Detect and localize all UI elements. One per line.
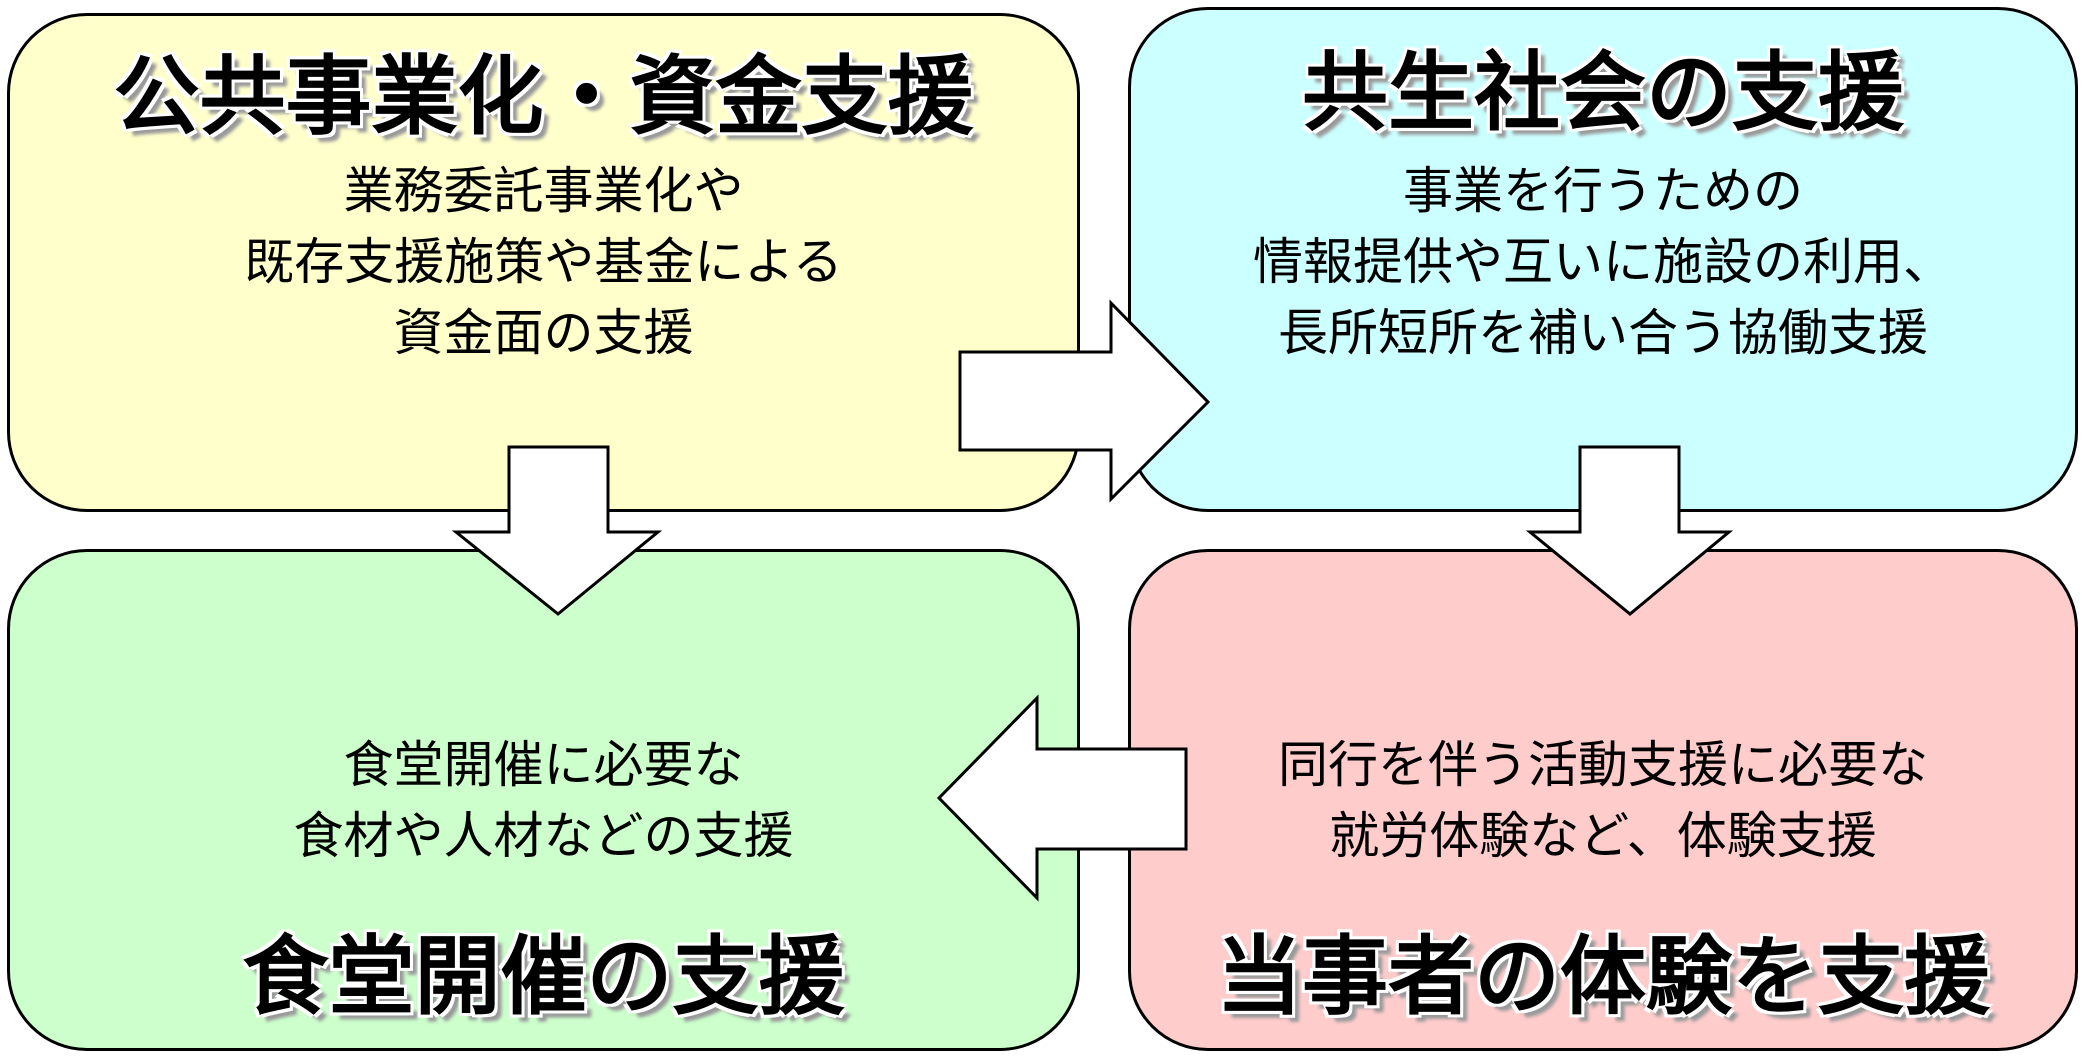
panel-title: 共生社会の支援: [1302, 43, 1904, 143]
body-line: 同行を伴う活動支援に必要な: [1278, 736, 1928, 794]
body-line: 食堂開催に必要な: [343, 736, 744, 794]
body-line: 業務委託事業化や: [343, 162, 744, 220]
body-line: 事業を行うための: [1403, 162, 1803, 220]
panel-body: 同行を伴う活動支援に必要な 就労体験など、体験支援: [1131, 730, 2075, 872]
panel-body: 事業を行うための 情報提供や互いに施設の利用、 長所短所を補い合う協働支援: [1131, 156, 2075, 369]
body-line: 資金面の支援: [393, 304, 694, 362]
panel-cafeteria: 食堂開催の支援 食堂開催に必要な 食材や人材などの支援: [7, 549, 1080, 1051]
panel-title: 公共事業化・資金支援: [113, 47, 974, 147]
panel-experience: 当事者の体験を支援 同行を伴う活動支援に必要な 就労体験など、体験支援: [1128, 549, 2078, 1051]
panel-symbiotic-society: 共生社会の支援 事業を行うための 情報提供や互いに施設の利用、 長所短所を補い合…: [1128, 7, 2078, 512]
arrow-down-left-icon: [451, 445, 663, 616]
panel-body: 食堂開催に必要な 食材や人材などの支援: [10, 730, 1077, 872]
body-line: 既存支援施策や基金による: [244, 233, 843, 291]
body-line: 長所短所を補い合う協働支援: [1278, 304, 1928, 362]
panel-public-funding: 公共事業化・資金支援 業務委託事業化や 既存支援施策や基金による 資金面の支援: [7, 13, 1080, 512]
panel-title: 当事者の体験を支援: [1216, 927, 1990, 1027]
body-line: 就労体験など、体験支援: [1329, 807, 1877, 865]
arrow-right-icon: [958, 299, 1211, 503]
body-line: 食材や人材などの支援: [293, 807, 794, 865]
body-line: 情報提供や互いに施設の利用、: [1253, 233, 1953, 291]
panel-body: 業務委託事業化や 既存支援施策や基金による 資金面の支援: [10, 156, 1077, 369]
arrow-down-right-icon: [1525, 445, 1734, 616]
arrow-left-icon: [936, 694, 1188, 902]
panel-title: 食堂開催の支援: [242, 927, 845, 1027]
